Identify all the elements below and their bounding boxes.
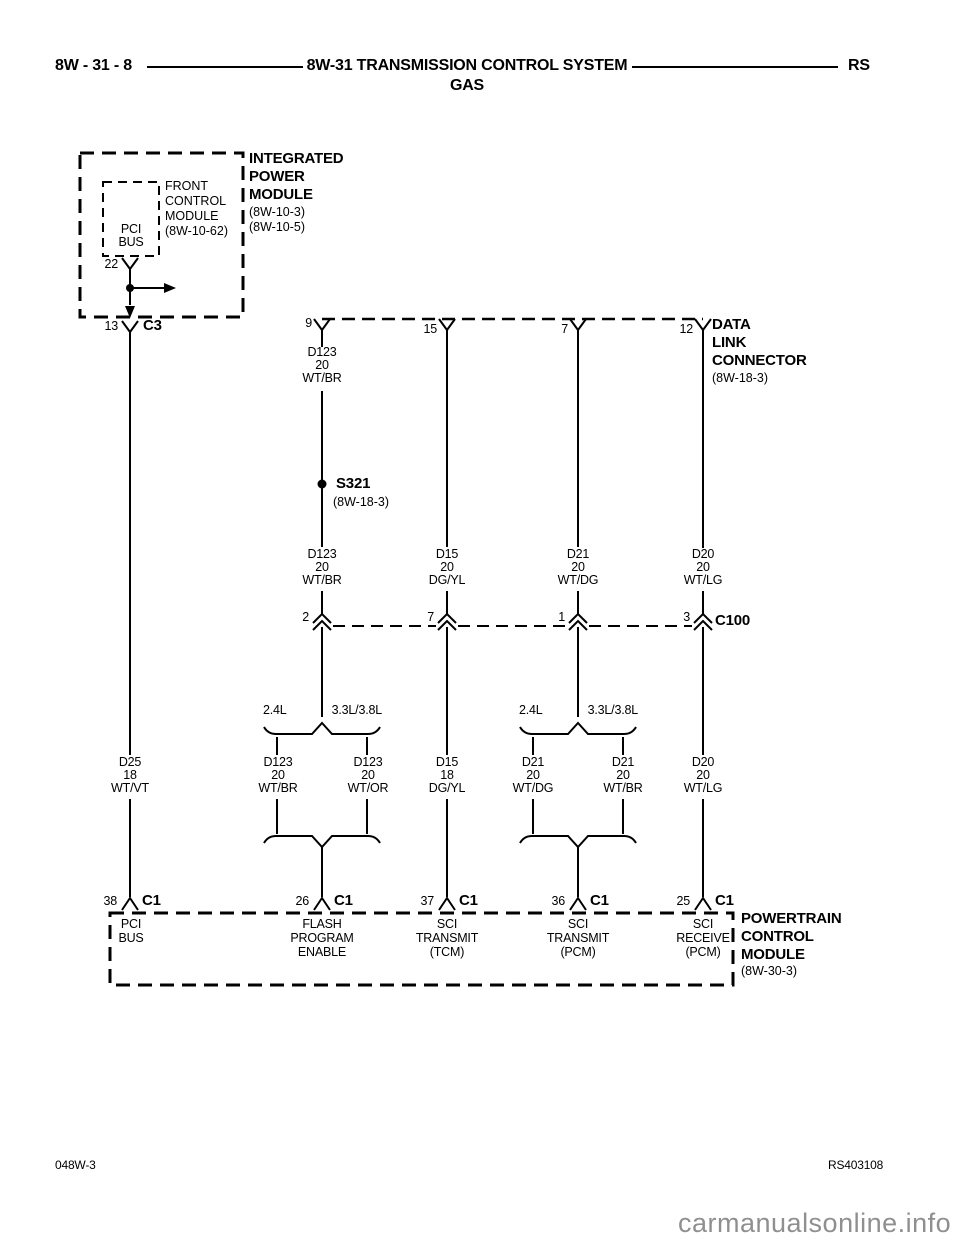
c3-pin13-connector-icon — [121, 320, 139, 334]
dlc-pin-number-12: 12 — [679, 322, 693, 336]
c1-pin25-connector-icon — [694, 896, 712, 911]
engine-label-33l-left: 3.3L/3.8L — [331, 703, 383, 717]
wire-label-d15-lower: D15 18 DG/YL — [428, 755, 466, 795]
wire-label-d21-33l: D21 20 WT/BR — [603, 755, 643, 795]
fcm-box — [102, 181, 160, 257]
c100-pin-number-7: 7 — [427, 610, 434, 624]
c100-pin-number-2: 2 — [302, 610, 309, 624]
watermark: carmanualsonline.info — [678, 1208, 952, 1238]
pin-number-22: 22 — [104, 257, 118, 271]
dlc-name: DATA LINK CONNECTOR — [712, 316, 807, 369]
c1-pin-number-38: 38 — [103, 894, 117, 908]
splice-ref: (8W-18-3) — [333, 495, 390, 509]
wire-label-d20-c100: D20 20 WT/LG — [683, 547, 723, 587]
fcm-pci-bus-label: PCI BUS — [118, 222, 144, 249]
pcm-circuit-pci-bus: PCI BUS — [118, 917, 144, 945]
connector-id-c3: C3 — [143, 317, 162, 334]
pcm-circuit-sci-transmit-pcm: SCI TRANSMIT (PCM) — [546, 917, 610, 959]
d123-branch-wires — [276, 737, 368, 834]
split-brace-d21 — [519, 721, 637, 735]
wire-label-d21-24l: D21 20 WT/DG — [512, 755, 554, 795]
connector-id-c1-26: C1 — [334, 892, 353, 909]
connector-id-c100: C100 — [715, 612, 751, 629]
dlc-pin12-connector-icon — [694, 318, 712, 332]
dlc-pin7-connector-icon — [569, 318, 587, 332]
dlc-pin-number-7: 7 — [561, 322, 568, 336]
c100-connector-symbols — [312, 612, 713, 631]
wires — [129, 269, 704, 897]
diagram-number: 048W-3 — [55, 1158, 96, 1172]
wire-label-d123-24l: D123 20 WT/BR — [258, 755, 298, 795]
d21-branch-wires — [532, 737, 624, 834]
header-rule-left — [147, 66, 303, 68]
wire-label-d20-lower: D20 20 WT/LG — [683, 755, 723, 795]
c1-pin36-connector-icon — [569, 896, 587, 911]
c1-connector-symbols — [121, 896, 712, 911]
c1-pin-number-26: 26 — [295, 894, 309, 908]
splice-id: S321 — [336, 475, 371, 492]
wire-label-d25: D25 18 WT/VT — [111, 755, 149, 795]
c1-pin38-connector-icon — [121, 896, 139, 911]
wire-label-d15-c100: D15 20 DG/YL — [428, 547, 466, 587]
fcm-name: FRONT CONTROL MODULE (8W-10-62) — [165, 179, 228, 238]
pcm-name: POWERTRAIN CONTROL MODULE — [741, 910, 842, 963]
c1-pin-number-37: 37 — [420, 894, 434, 908]
header-rule-right — [632, 66, 838, 68]
split-brace-d123 — [263, 721, 381, 735]
ipm-name: INTEGRATED POWER MODULE — [249, 150, 344, 203]
platform-code: RS — [848, 57, 870, 74]
fcm-pci-bus-wire — [129, 269, 164, 305]
dlc-ref: (8W-18-3) — [712, 371, 769, 385]
wire-label-d123-c100: D123 20 WT/BR — [302, 547, 342, 587]
engine-label-33l-right: 3.3L/3.8L — [587, 703, 639, 717]
page-ref: 8W - 31 - 8 — [55, 57, 132, 74]
wire-label-d123-33l: D123 20 WT/OR — [347, 755, 389, 795]
c1-pin-number-25: 25 — [676, 894, 690, 908]
merge-brace-d123 — [263, 835, 381, 849]
dlc-pin9-connector-icon — [313, 318, 331, 332]
fuel-type: GAS — [449, 77, 485, 94]
pci-bus-right-arrow-icon — [164, 283, 176, 293]
ipm-box — [78, 151, 245, 319]
engine-label-24l-left: 2.4L — [263, 703, 287, 717]
pin22-connector-icon — [121, 257, 139, 271]
engine-split-braces — [263, 721, 637, 849]
page-title: 8W-31 TRANSMISSION CONTROL SYSTEM — [306, 57, 628, 74]
dlc-pin-number-9: 9 — [305, 316, 312, 330]
c1-pin26-connector-icon — [313, 896, 331, 911]
dlc-pin-number-15: 15 — [423, 322, 437, 336]
dlc-pin15-connector-icon — [438, 318, 456, 332]
ipm-refs: (8W-10-3) (8W-10-5) — [249, 205, 306, 234]
pcm-circuit-flash-program-enable: FLASH PROGRAM ENABLE — [290, 917, 354, 959]
pin-number-13: 13 — [104, 319, 118, 333]
c1-pin37-connector-icon — [438, 896, 456, 911]
pci-bus-down-arrow-icon — [125, 306, 135, 318]
pcm-circuit-sci-receive-pcm: SCI RECEIVE (PCM) — [676, 917, 730, 959]
connector-id-c1-36: C1 — [590, 892, 609, 909]
c1-pin-number-36: 36 — [551, 894, 565, 908]
pcm-box — [108, 911, 735, 987]
splice-dot — [317, 479, 327, 489]
merge-brace-d21 — [519, 835, 637, 849]
connector-id-c1-25: C1 — [715, 892, 734, 909]
engine-label-24l-right: 2.4L — [519, 703, 543, 717]
pcm-ref: (8W-30-3) — [741, 964, 798, 978]
female-connector-symbols — [121, 257, 712, 334]
wire-label-d21-c100: D21 20 WT/DG — [557, 547, 599, 587]
c100-pin-number-1: 1 — [558, 610, 565, 624]
wire-label-d123-dlc: D123 20 WT/BR — [302, 345, 342, 385]
connector-id-c1-38: C1 — [142, 892, 161, 909]
revision-code: RS403108 — [828, 1158, 884, 1172]
connector-id-c1-37: C1 — [459, 892, 478, 909]
pcm-circuit-sci-transmit-tcm: SCI TRANSMIT (TCM) — [415, 917, 479, 959]
pci-junction-dot — [126, 284, 134, 292]
c100-pin-number-3: 3 — [683, 610, 690, 624]
